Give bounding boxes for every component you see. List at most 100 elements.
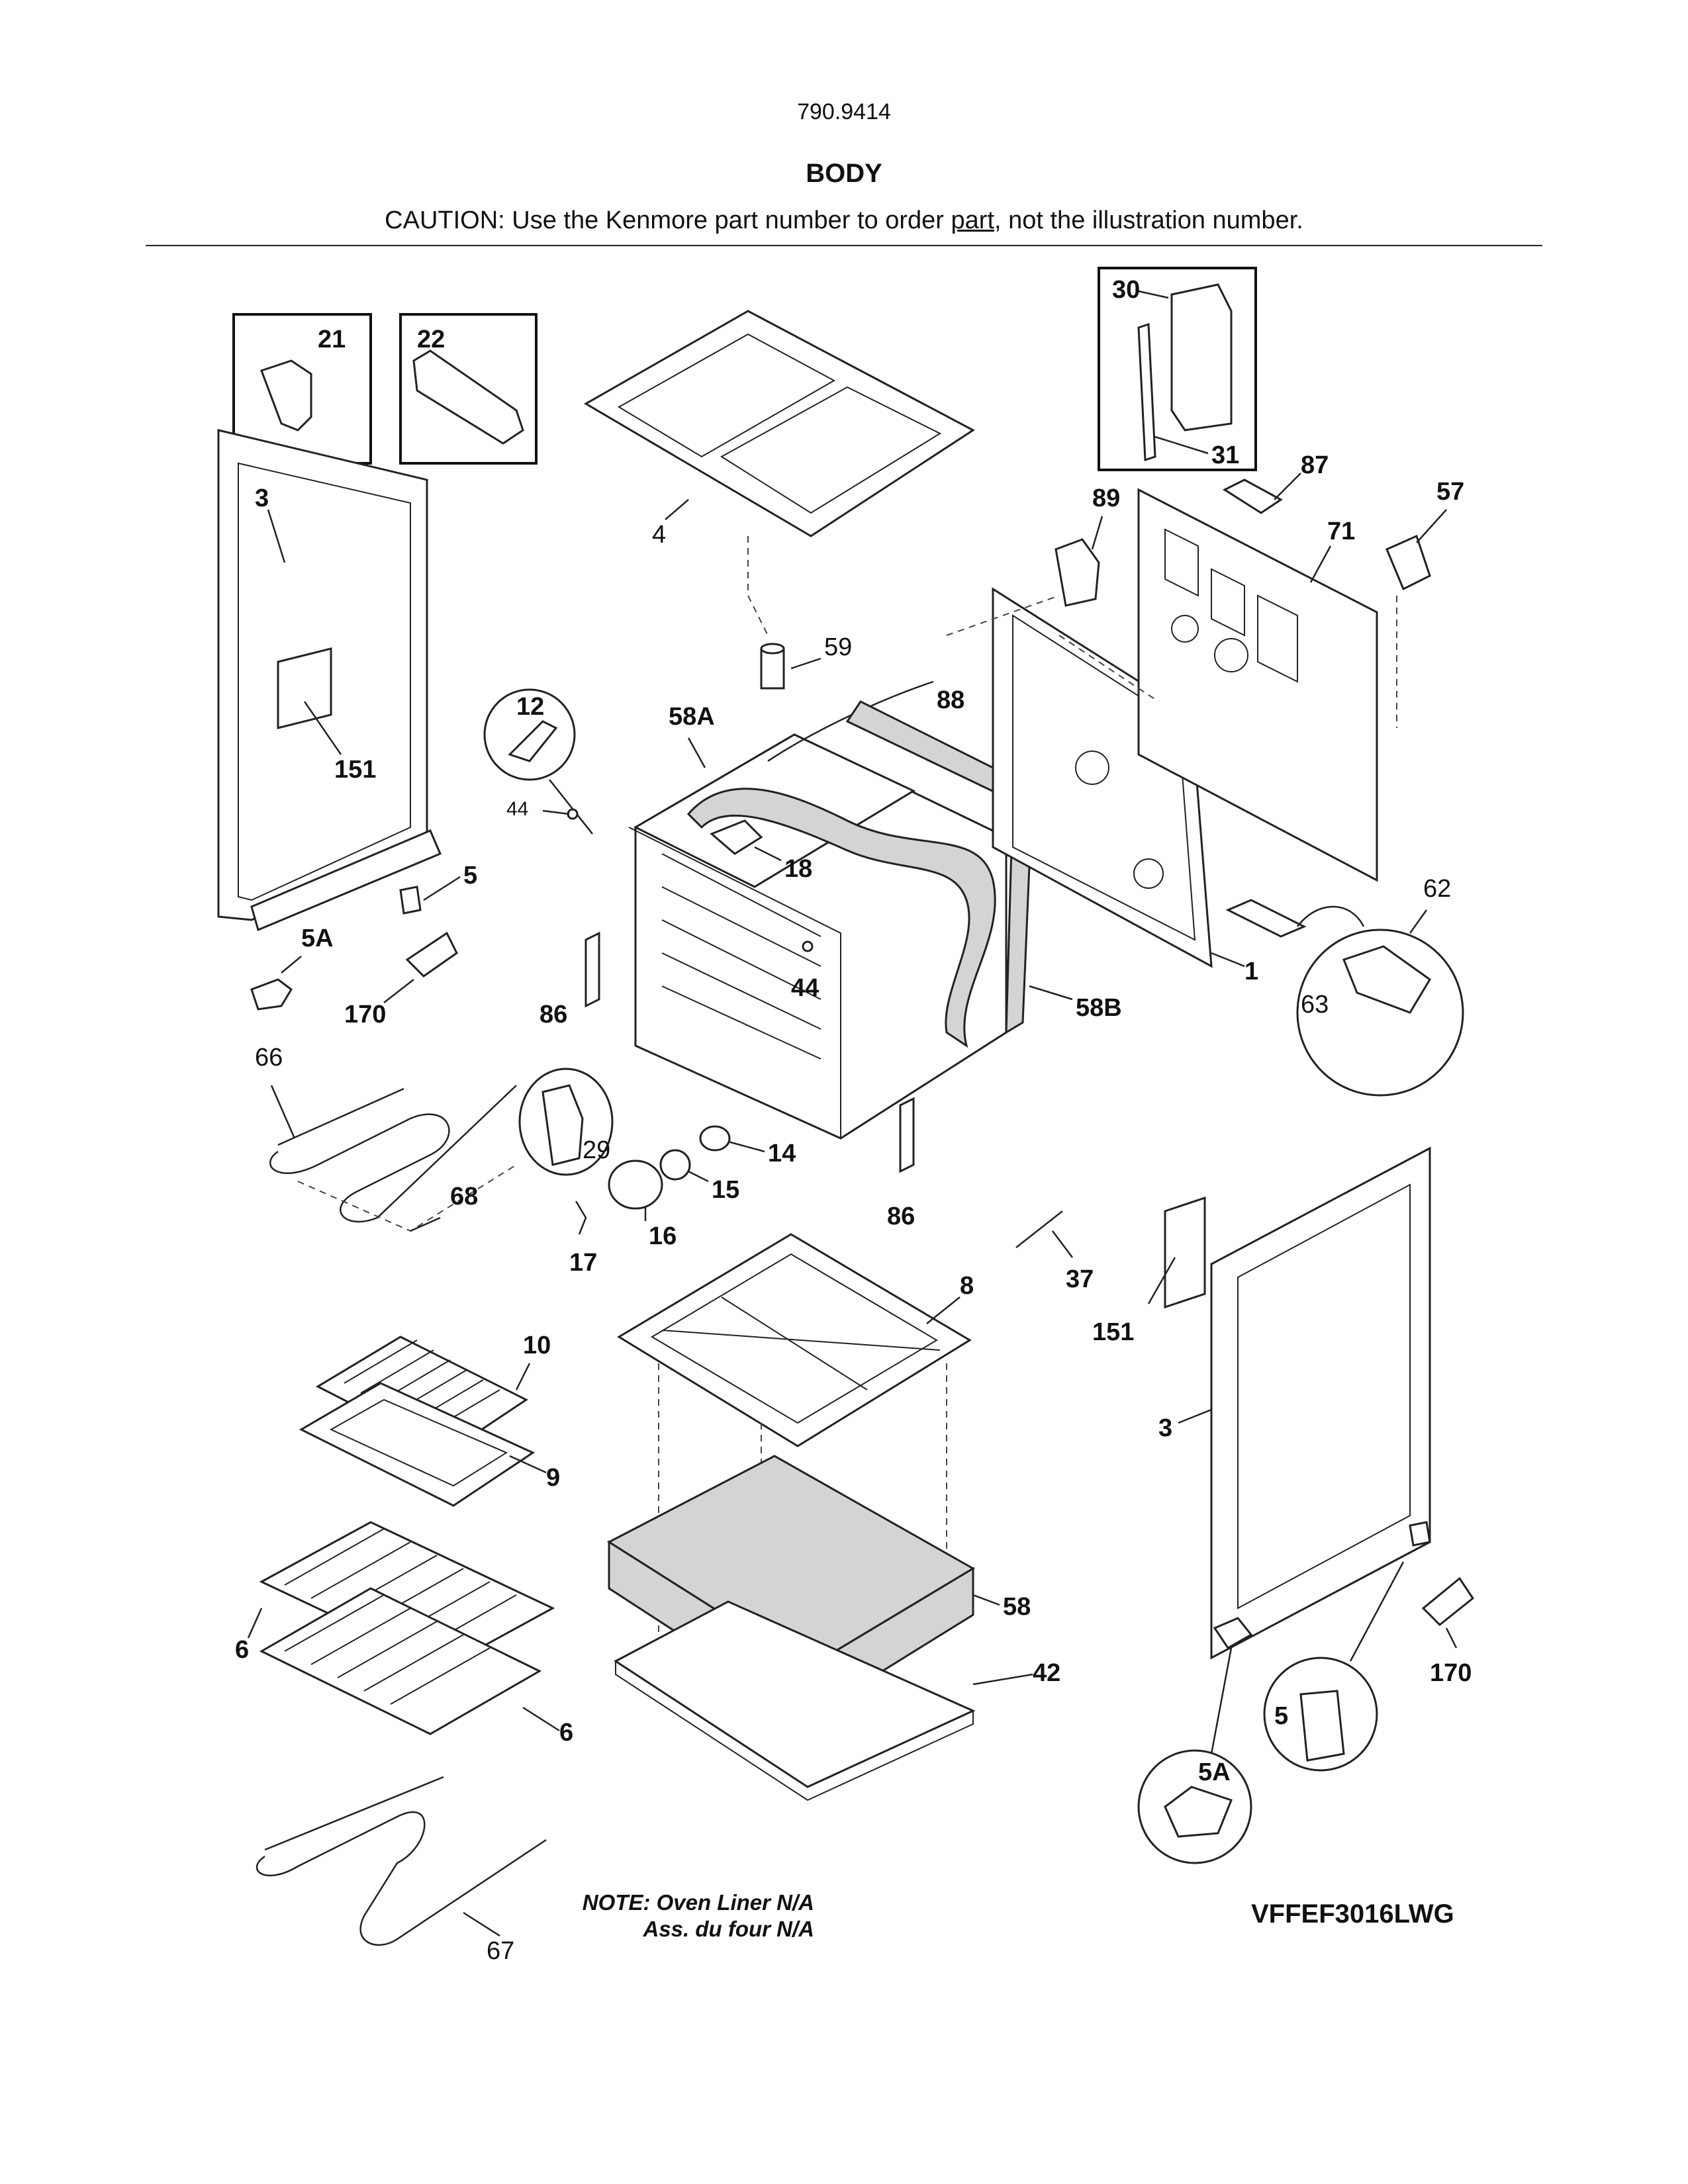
callout-5-left: 5 [463, 862, 477, 889]
terminal-bracket[interactable]: 89 [1055, 484, 1120, 607]
light-switch[interactable]: 29 [518, 1068, 614, 1176]
model-number: 790.9414 [797, 99, 891, 124]
callout-29: 29 [583, 1136, 610, 1164]
bottom-tray[interactable]: 42 [614, 1600, 1060, 1801]
callout-151-right: 151 [1092, 1318, 1134, 1346]
callout-63: 63 [1301, 991, 1329, 1019]
terminal-block[interactable]: 62 63 [1225, 875, 1464, 1097]
header-rule [146, 245, 1542, 246]
callout-71: 71 [1327, 518, 1355, 545]
callout-88: 88 [937, 686, 964, 714]
callout-3-left: 3 [255, 484, 269, 512]
callout-37: 37 [1066, 1265, 1094, 1293]
callout-170-right: 170 [1430, 1659, 1472, 1687]
callout-10: 10 [523, 1332, 551, 1359]
callout-87: 87 [1301, 451, 1329, 479]
back-panel[interactable]: 71 [1137, 488, 1378, 882]
callout-6-top: 6 [235, 1636, 249, 1664]
bake-element[interactable]: 67 [256, 1776, 547, 1965]
oven-liner-note: NOTE: Oven Liner N/A Ass. du four N/A [569, 1889, 814, 1942]
latch-bracket[interactable]: 18 [710, 819, 812, 883]
callout-62: 62 [1423, 875, 1451, 903]
callout-89: 89 [1092, 484, 1120, 512]
callout-151-left: 151 [334, 756, 376, 784]
sensor-probe[interactable]: 37 [1015, 1210, 1094, 1293]
callout-58: 58 [1003, 1593, 1031, 1621]
side-panel-left[interactable]: 3 151 [217, 429, 442, 932]
broil-element-shield[interactable]: 68 [297, 1164, 517, 1232]
callout-5-right: 5 [1274, 1702, 1288, 1730]
callout-86-left: 86 [539, 1001, 567, 1028]
light-socket[interactable]: 14 [699, 1125, 796, 1167]
leveling-leg-left[interactable]: 5 [399, 862, 477, 915]
caution-text-end: , not the illustration number. [994, 206, 1303, 234]
callout-17: 17 [569, 1249, 597, 1277]
caution-text-start: CAUTION: Use the Kenmore part number to … [385, 206, 951, 234]
callout-58a: 58A [669, 703, 715, 731]
broil-element[interactable]: 66 [255, 1044, 517, 1223]
callout-30: 30 [1112, 276, 1140, 304]
anti-tip-bracket-right[interactable]: 170 [1421, 1576, 1475, 1687]
callout-1: 1 [1244, 958, 1258, 985]
leveling-leg-right-small[interactable] [1409, 1521, 1431, 1547]
callout-22: 22 [417, 326, 445, 353]
note-line-1: NOTE: Oven Liner N/A [582, 1890, 814, 1915]
callout-57: 57 [1436, 478, 1464, 506]
callout-12: 12 [516, 693, 544, 721]
light-bulb[interactable]: 15 [659, 1149, 739, 1204]
callout-5a-right: 5A [1198, 1758, 1231, 1786]
callout-42: 42 [1033, 1659, 1060, 1687]
side-panel-right[interactable]: 3 151 [1092, 1146, 1431, 1660]
callout-66: 66 [255, 1044, 283, 1071]
screw-44-left[interactable]: 44 [506, 798, 579, 820]
leveling-bracket-detail[interactable]: 5A [1137, 1647, 1252, 1864]
callout-21: 21 [318, 326, 346, 353]
callout-8: 8 [960, 1272, 974, 1300]
callout-59: 59 [824, 633, 852, 661]
callout-9: 9 [546, 1464, 560, 1492]
light-lens[interactable]: 16 [608, 1160, 677, 1250]
rear-plate[interactable]: 87 [1222, 451, 1329, 514]
callout-86-right: 86 [887, 1203, 915, 1230]
thermostat-sensor[interactable]: 12 [483, 688, 593, 835]
hinge-receiver-left[interactable]: 86 [539, 931, 600, 1028]
callout-5a-left: 5A [301, 925, 334, 952]
vent-tube[interactable]: 59 [760, 633, 852, 690]
lens-clip[interactable]: 17 [569, 1201, 597, 1277]
broiler-pan[interactable]: 9 [299, 1382, 560, 1507]
rear-frame[interactable]: 1 [992, 587, 1258, 985]
leveling-leg-detail[interactable]: 5 [1263, 1561, 1405, 1772]
anti-tip-bracket-left[interactable]: 170 [344, 931, 458, 1028]
caution-part-link[interactable]: part [951, 206, 994, 234]
screw-44-mid[interactable]: 44 [791, 940, 819, 1002]
diagram-code: VFFEF3016LWG [1251, 1899, 1454, 1929]
callout-16: 16 [649, 1222, 677, 1250]
callout-15: 15 [712, 1176, 739, 1204]
callout-170-left: 170 [344, 1001, 386, 1028]
inset-part-22[interactable]: 22 [399, 313, 538, 465]
inset-part-30-31[interactable]: 30 31 [1098, 267, 1257, 471]
callout-44-mid: 44 [791, 974, 819, 1002]
wire-harness[interactable]: 88 [767, 680, 964, 762]
broiler-grid[interactable]: 10 [315, 1332, 551, 1454]
hinge-receiver-right[interactable]: 86 [887, 1097, 915, 1230]
callout-68: 68 [450, 1183, 478, 1210]
callout-31: 31 [1211, 441, 1239, 469]
callout-44-left: 44 [506, 798, 528, 820]
callout-3-right: 3 [1158, 1414, 1172, 1442]
callout-67: 67 [487, 1937, 514, 1965]
leveling-bracket-left[interactable]: 5A [250, 925, 334, 1011]
leveling-bracket-right-small[interactable] [1213, 1617, 1253, 1649]
callout-6-bottom: 6 [559, 1719, 573, 1747]
top-panel[interactable]: 4 [584, 310, 975, 549]
vent-cover[interactable]: 57 [1385, 478, 1464, 591]
oven-rack-lower[interactable]: 6 [259, 1587, 573, 1747]
callout-4: 4 [652, 521, 666, 549]
caution-text: CAUTION: Use the Kenmore part number to … [0, 206, 1688, 235]
note-line-2: Ass. du four N/A [643, 1917, 814, 1941]
oven-bottom-panel[interactable]: 8 [617, 1233, 974, 1447]
callout-58b: 58B [1076, 994, 1122, 1022]
callout-18: 18 [784, 855, 812, 883]
section-title: BODY [806, 159, 882, 188]
